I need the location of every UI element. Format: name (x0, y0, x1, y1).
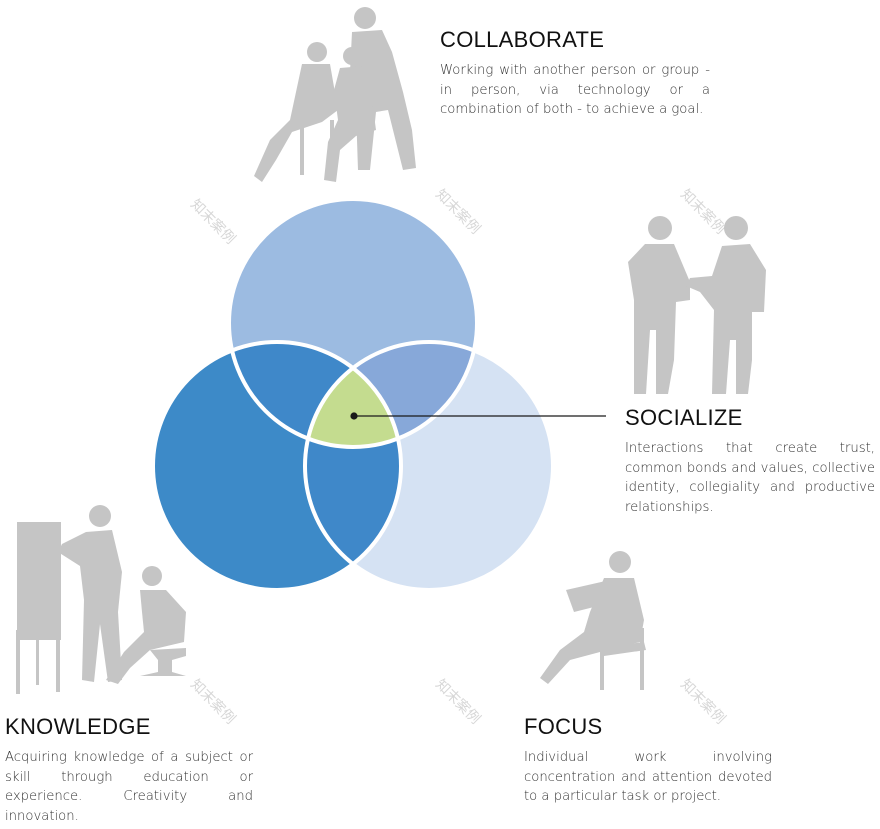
knowledge-presenter-icon (16, 505, 186, 694)
collaborate-block: COLLABORATE Working with another person … (440, 27, 710, 120)
socialize-description: Interactions that create trust, common b… (625, 441, 875, 515)
watermark: 知末案例 (187, 196, 239, 248)
watermark: 知末案例 (677, 186, 729, 238)
focus-title: FOCUS (524, 714, 603, 739)
socialize-title: SOCIALIZE (625, 405, 743, 430)
knowledge-description: Acquiring knowledge of a subject or skil… (5, 750, 253, 824)
focus-block: FOCUS Individual work involving concentr… (524, 714, 772, 807)
socialize-block: SOCIALIZE Interactions that create trust… (625, 405, 875, 517)
collaborate-people-icon (254, 7, 416, 182)
focus-description: Individual work involving concentration … (524, 750, 772, 804)
socialize-handshake-icon (628, 216, 766, 394)
circle-outlines (151, 197, 555, 592)
collaborate-title: COLLABORATE (440, 27, 605, 52)
socialize-pointer-dot (350, 412, 358, 420)
center-overlap-socialize (305, 342, 401, 447)
knowledge-block: KNOWLEDGE Acquiring knowledge of a subje… (5, 714, 253, 826)
watermark: 知末案例 (432, 676, 484, 728)
focus-reader-icon (540, 551, 646, 690)
collaborate-description: Working with another person or group - i… (440, 63, 710, 117)
watermark: 知末案例 (432, 186, 484, 238)
knowledge-title: KNOWLEDGE (5, 714, 151, 739)
